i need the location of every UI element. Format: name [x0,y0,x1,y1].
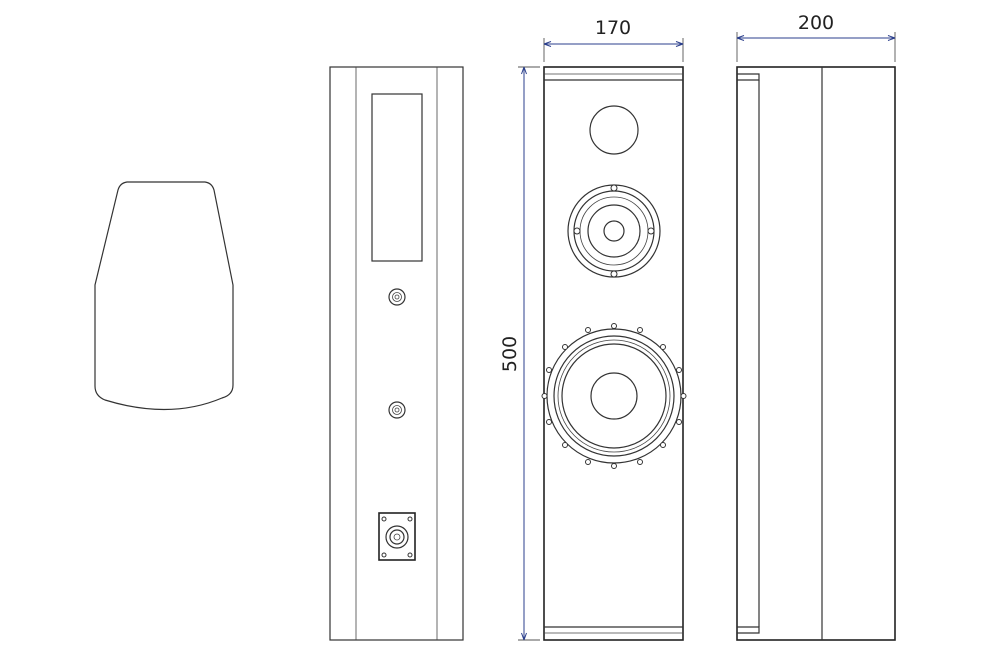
speakon-connector [378,512,416,561]
depth-dimension-label: 200 [798,12,834,34]
midrange-driver [567,184,661,278]
depth-dimension: 200 [736,12,896,62]
width-dimension: 170 [543,17,684,62]
rear-knob-upper [388,288,406,306]
rear-knob-lower [388,401,406,419]
tweeter [589,105,639,155]
rear-view [329,66,464,641]
height-dimension: 500 [499,66,540,641]
top-view-profile [94,181,234,411]
width-dimension-label: 170 [595,17,631,39]
height-dimension-label: 500 [499,336,521,372]
rear-panel-window [371,93,423,262]
side-view [736,66,896,641]
front-view [541,66,687,641]
woofer-driver [541,323,687,469]
